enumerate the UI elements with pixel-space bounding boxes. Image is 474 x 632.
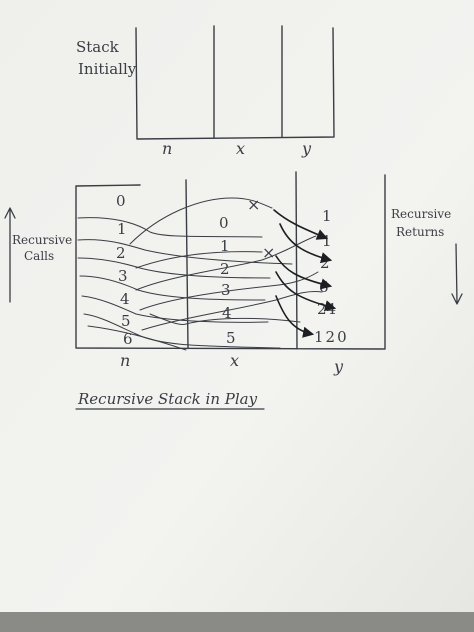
- n-value-3: 3: [118, 267, 128, 285]
- paper-shadow-edge: [0, 612, 474, 632]
- return-arrow-2: [279, 223, 333, 264]
- n-value-4: 4: [120, 290, 130, 308]
- call-line-5: [81, 295, 269, 323]
- return-arrow-1: [273, 209, 329, 240]
- caption-group: Recursive Stack in Play: [75, 390, 265, 410]
- n-value-1: 1: [117, 220, 127, 238]
- y-value-4: 24: [317, 300, 336, 318]
- top-column-label-x: x: [236, 139, 245, 158]
- call-line-4: [79, 275, 266, 301]
- call-line-2: [77, 239, 293, 265]
- cross-mark-1: ×: [247, 195, 260, 214]
- call-connector-lines: [77, 217, 293, 351]
- n-value-6: 6: [123, 330, 133, 348]
- recursive-returns-label-line1: Recursive: [391, 207, 451, 221]
- n-value-2: 2: [116, 244, 126, 262]
- recursive-stack-diagram: Recursive Calls Recursive Returns 0 1 2 …: [4, 171, 463, 376]
- x-value-5: 5: [226, 329, 236, 347]
- n-value-0: 0: [116, 192, 126, 210]
- return-arrow-3: [275, 255, 333, 290]
- y-value-0: 1: [322, 207, 332, 225]
- multiply-connector-lines: [129, 197, 323, 331]
- recursive-returns-label-line2: Returns: [396, 225, 444, 239]
- y-value-5: 120: [314, 328, 349, 346]
- xy-curve-4: [141, 291, 323, 331]
- column-label-y: y: [333, 357, 344, 376]
- stack-initial-frame: [135, 25, 335, 140]
- column-label-x: x: [230, 351, 239, 370]
- x-value-1: 1: [220, 237, 230, 255]
- n-value-5: 5: [121, 312, 131, 330]
- xy-curve-5: [149, 313, 301, 325]
- stack-initially-diagram: Stack Initially n x y: [76, 25, 335, 158]
- x-value-3: 3: [221, 281, 231, 299]
- column-label-n: n: [120, 351, 130, 370]
- x-value-4: 4: [222, 304, 232, 322]
- xy-curve-1: [135, 251, 263, 269]
- xy-curve-3: [139, 271, 319, 311]
- stack-frame: [75, 171, 386, 350]
- top-column-label-n: n: [162, 139, 172, 158]
- xy-curve-2: [135, 235, 317, 291]
- stack-initially-label-line1: Stack: [76, 38, 120, 56]
- paper: [0, 0, 474, 614]
- caption: Recursive Stack in Play: [77, 390, 258, 408]
- return-arrow-5: [275, 295, 315, 338]
- call-line-1: [77, 217, 263, 238]
- y-value-3: 6: [319, 278, 329, 296]
- x-value-0: 0: [219, 214, 229, 232]
- recursive-returns-arrow: [451, 243, 463, 305]
- y-value-1: 1: [322, 232, 332, 250]
- stack-initially-label-line2: Initially: [78, 60, 137, 78]
- return-arrow-4: [275, 271, 337, 312]
- return-arrows: [273, 209, 337, 338]
- x-value-2: 2: [220, 260, 230, 278]
- cross-mark-2: ×: [262, 243, 275, 262]
- call-line-7: [87, 325, 187, 351]
- xy-curve-0: [129, 197, 273, 245]
- recursive-calls-arrow: [4, 207, 16, 303]
- recursive-calls-label-line1: Recursive: [12, 233, 72, 247]
- call-line-3: [77, 257, 271, 279]
- top-column-label-y: y: [301, 139, 312, 158]
- recursive-calls-label-line2: Calls: [24, 249, 54, 263]
